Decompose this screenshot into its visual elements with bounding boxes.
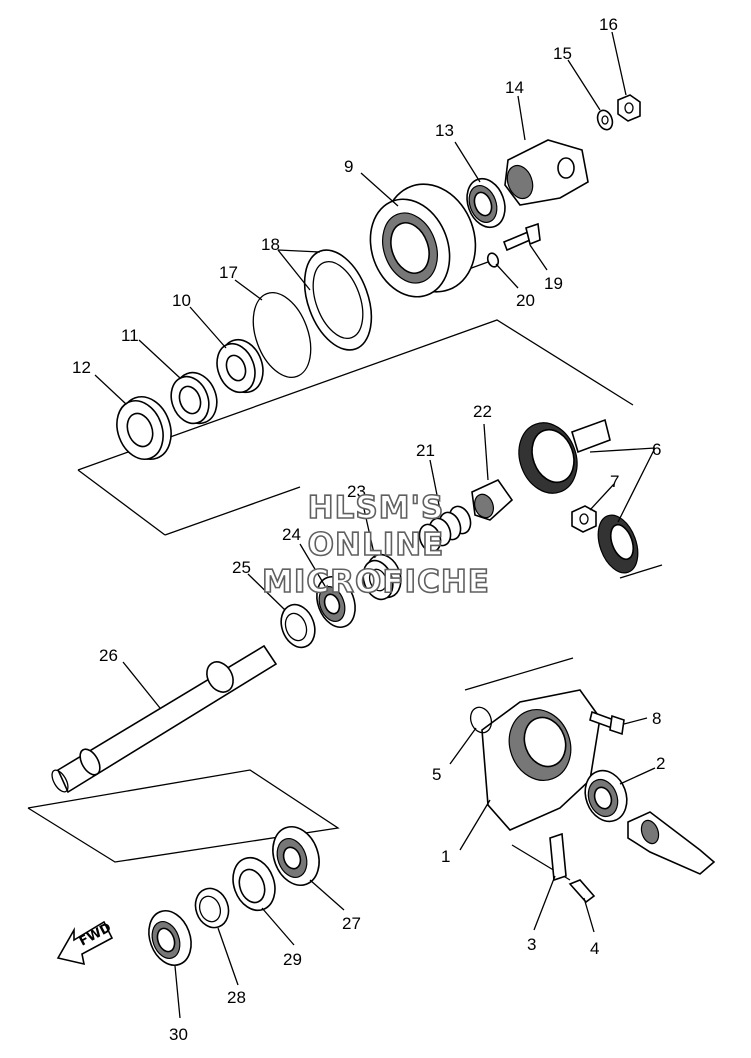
part-12-bearing [116,396,172,460]
assembly-outlines [27,261,663,881]
part-20-washer [486,252,500,268]
watermark-line-1: HLSM'S [308,490,445,526]
part-16-nut [617,94,641,122]
callout-25: 25 [232,558,251,577]
callout-14: 14 [505,78,524,97]
leader-lines [94,31,656,1019]
part-13-oil-seal [466,177,506,229]
callout-5: 5 [432,765,441,784]
callout-labels: 1 2 3 4 5 6 7 8 9 10 11 12 13 14 15 16 1… [72,15,665,1044]
callout-27: 27 [342,914,361,933]
part-30-oil-seal [148,910,192,966]
callout-19: 19 [544,274,563,293]
part-8-bolt [589,710,625,736]
callout-8: 8 [652,709,661,728]
part-27-bearing [272,826,320,886]
part-14-yoke [504,139,589,206]
callout-22: 22 [473,402,492,421]
part-4-screw [568,879,596,904]
part-9-housing [369,183,477,298]
callout-9: 9 [344,157,353,176]
part-10-bearing [216,338,264,394]
part-28-collar [194,887,230,929]
callout-28: 28 [227,988,246,1007]
fwd-arrow-icon: FWD [56,920,114,966]
callout-2: 2 [656,754,665,773]
part-15-washer [596,109,614,131]
callout-18: 18 [261,235,280,254]
part-11-nut [170,371,218,425]
callout-12: 12 [72,358,91,377]
callout-6: 6 [652,440,661,459]
part-26-shaft [51,644,278,794]
part-2-oil-seal [584,769,628,823]
callout-24: 24 [282,525,301,544]
part-25-bearing [280,603,316,649]
watermark-line-2: ONLINE [308,527,445,563]
part-1-housing-cover [481,689,601,831]
callout-7: 7 [610,472,619,491]
callout-4: 4 [590,939,599,958]
part-19-bolt [502,222,541,252]
part-18-shim [303,249,373,351]
part-7-nut [571,505,597,533]
callout-15: 15 [553,44,572,63]
callout-20: 20 [516,291,535,310]
watermark-line-3: MICROFICHE [262,564,490,600]
callout-26: 26 [99,646,118,665]
sensor-shaft [627,811,716,875]
watermark: HLSM'S ONLINE MICROFICHE [261,489,490,601]
part-6-bevel-gear [518,418,639,574]
callout-3: 3 [527,935,536,954]
callout-23: 23 [347,482,366,501]
callout-11: 11 [121,326,139,345]
part-21-spring [418,505,472,553]
callout-16: 16 [599,15,618,34]
callout-17: 17 [219,263,238,282]
part-17-o-ring [252,292,312,378]
part-22-collar [471,478,514,521]
part-29-nut [232,856,276,912]
callout-21: 21 [416,441,435,460]
callout-10: 10 [172,291,191,310]
callout-13: 13 [435,121,454,140]
callout-30: 30 [169,1025,188,1044]
callout-1: 1 [441,847,450,866]
part-24-bearing [316,576,356,628]
part-3-plate [549,832,567,882]
callout-29: 29 [283,950,302,969]
part-5-o-ring [469,706,493,734]
part-23-collar [362,553,402,601]
